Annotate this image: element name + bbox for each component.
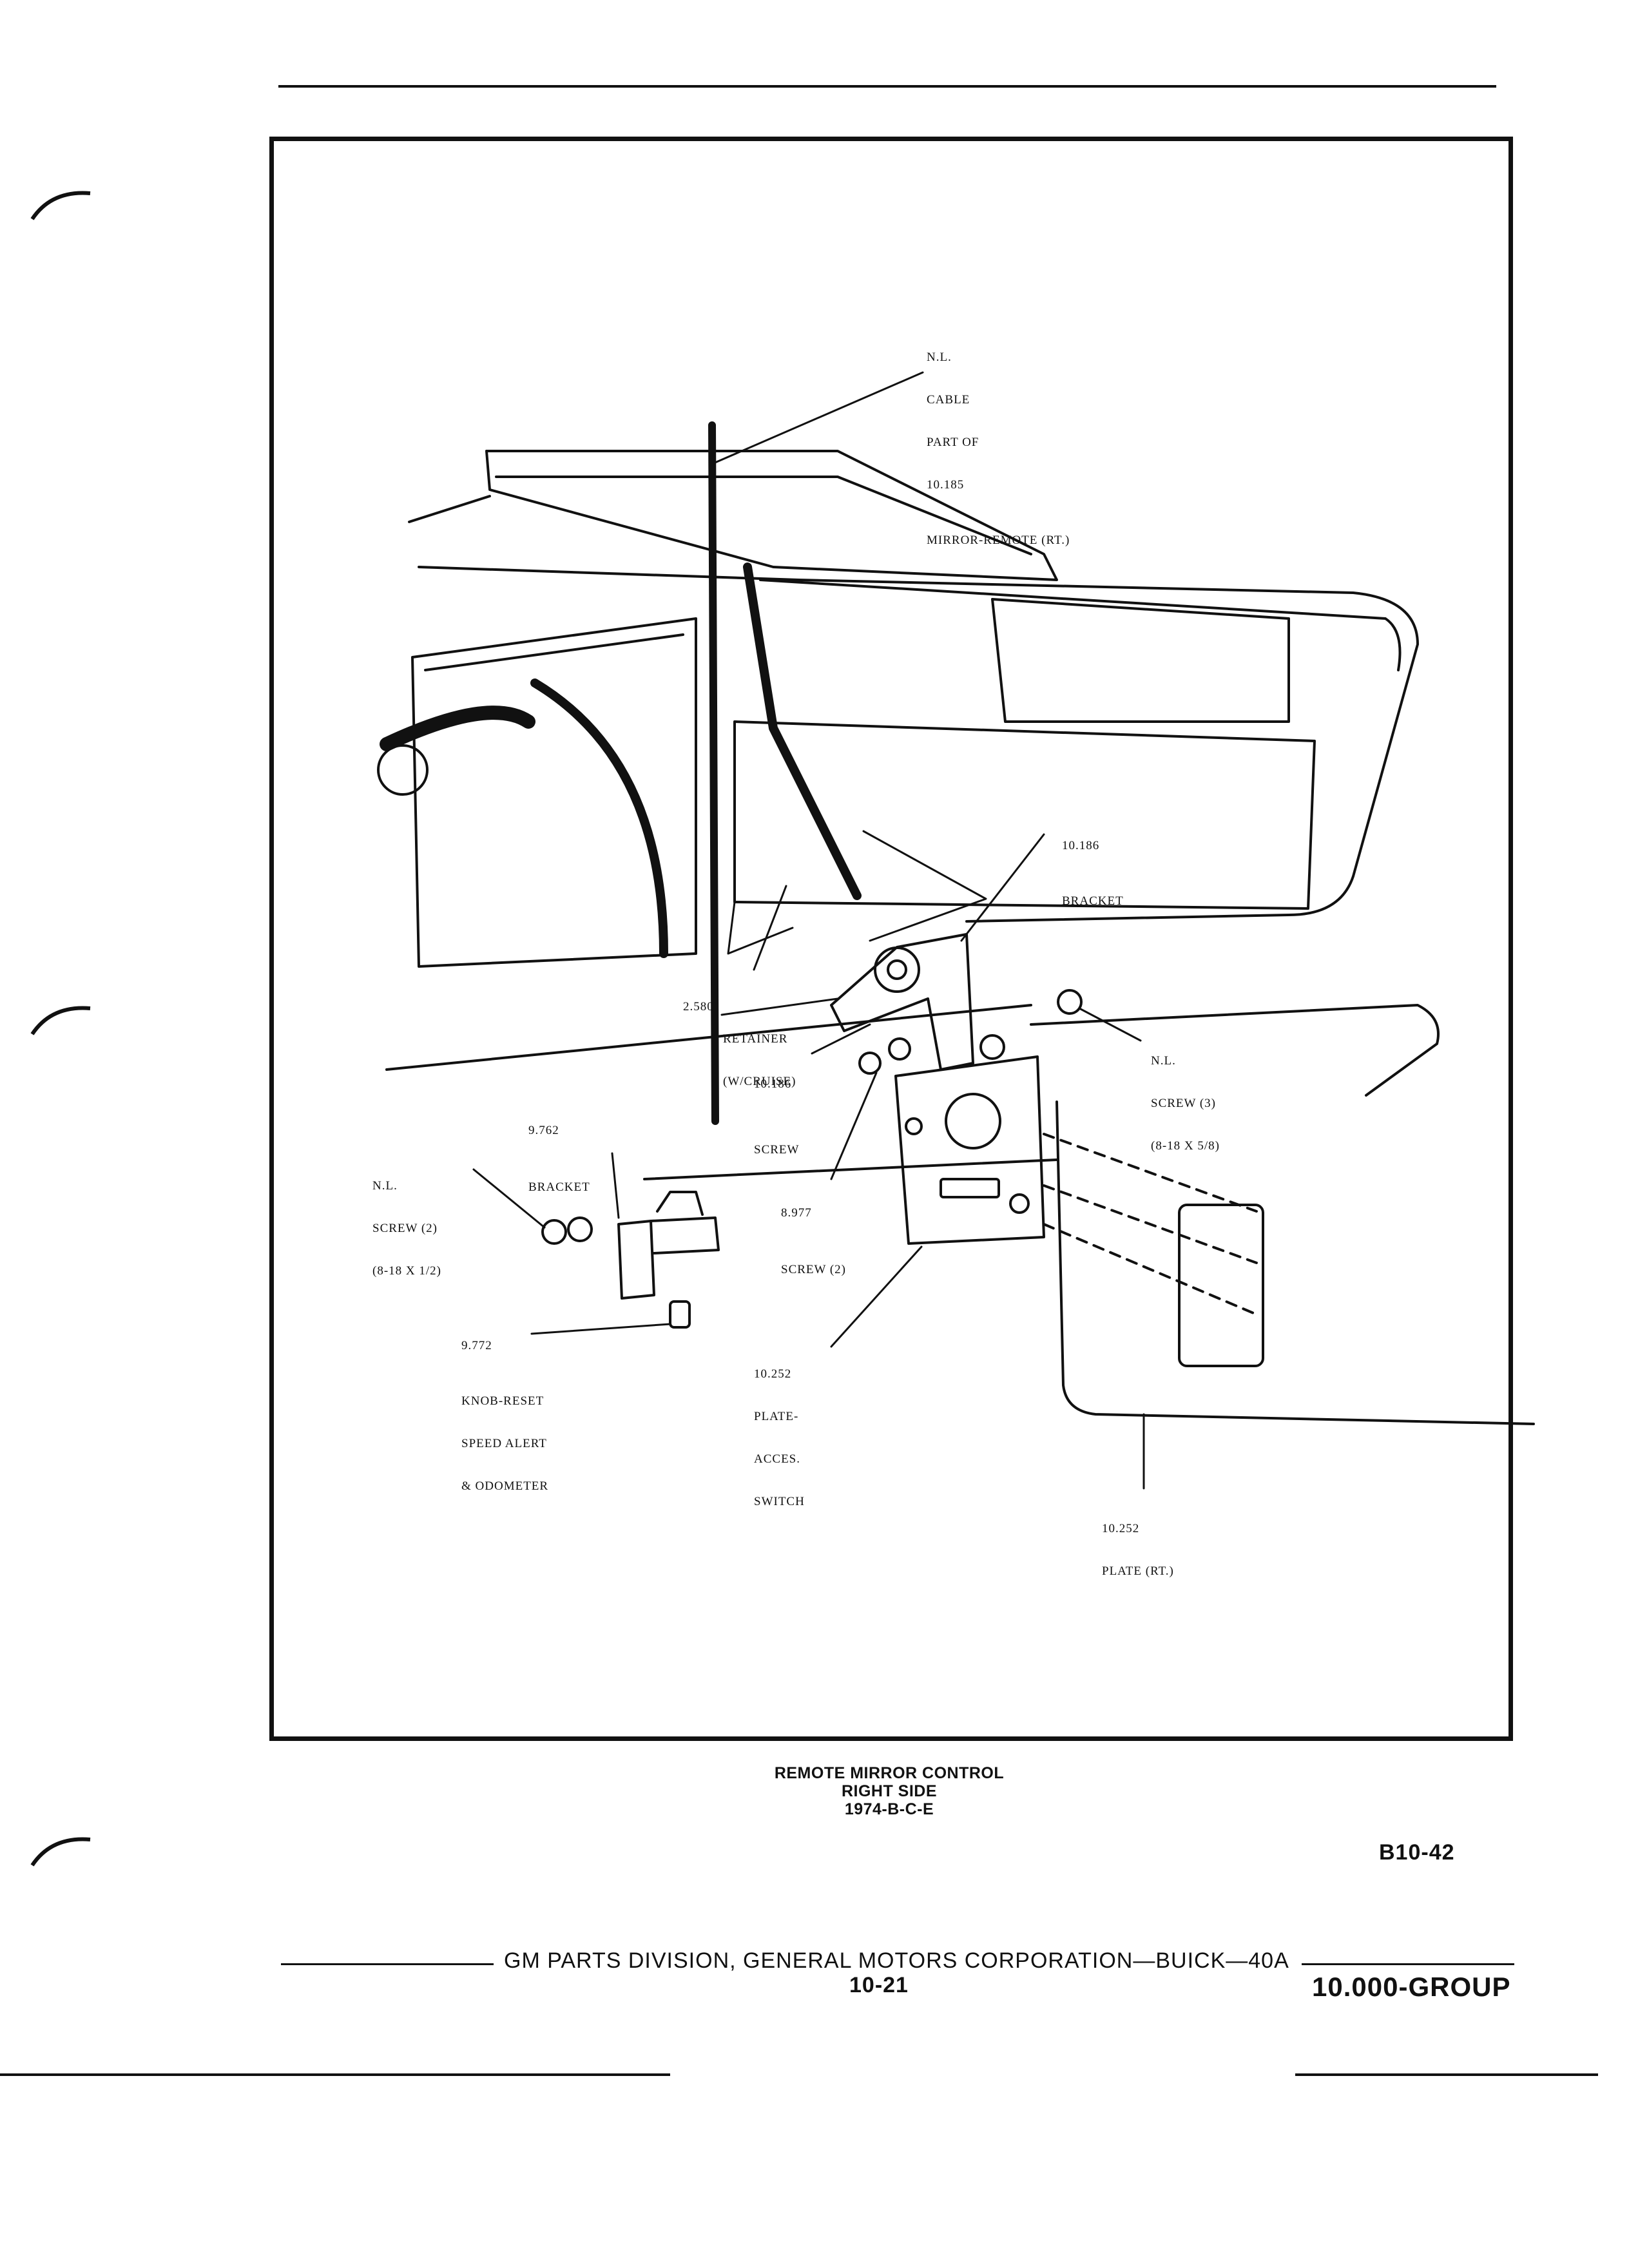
bottom-rule-left <box>0 2073 670 2076</box>
callout-screw-10186: 10.186 SCREW <box>754 1049 799 1171</box>
callout-text: SPEED ALERT <box>461 1437 547 1450</box>
callout-text: 9.762 <box>528 1124 559 1137</box>
callout-knob: 9.772 KNOB-RESET SPEED ALERT & ODOMETER <box>461 1311 548 1508</box>
top-rule <box>278 85 1496 88</box>
callout-text: BRACKET <box>1062 894 1124 908</box>
callout-text: N.L. <box>372 1179 398 1193</box>
callout-text: (8-18 x 5/8) <box>1151 1139 1220 1153</box>
callout-text: N.L. <box>1151 1054 1176 1068</box>
callout-retainer-name: RETAINER (W/CRUISE) <box>723 1004 796 1103</box>
callout-text: RETAINER <box>723 1032 788 1046</box>
callout-screw-8977: 8.977 SCREW (2) <box>781 1178 846 1291</box>
figure-code: B10-42 <box>1379 1840 1455 1865</box>
figure-caption: REMOTE MIRROR CONTROL RIGHT SIDE 1974-B-… <box>696 1764 1083 1818</box>
callout-text: SCREW (2) <box>372 1222 438 1235</box>
callout-text: CABLE <box>927 393 970 407</box>
callout-text: 2.580 <box>683 1000 714 1014</box>
callout-text: (W/CRUISE) <box>723 1075 796 1088</box>
callout-text: SWITCH <box>754 1495 805 1508</box>
callout-text: 10.252 <box>754 1367 792 1381</box>
caption-line: 1974-B-C-E <box>844 1800 934 1818</box>
callout-text: (8-18 x 1/2) <box>372 1264 441 1278</box>
callout-text: N.L. <box>927 351 952 364</box>
callout-text: PART OF <box>927 436 979 449</box>
callout-text: 8.977 <box>781 1206 812 1220</box>
group-label: 10.000-GROUP <box>1312 1972 1511 2002</box>
caption-line: RIGHT SIDE <box>841 1782 938 1800</box>
callout-text: PLATE (RT.) <box>1102 1564 1174 1578</box>
callout-cable: N.L. CABLE PART OF 10.185 MIRROR-REMOTE … <box>927 322 1070 562</box>
callout-text: 10.186 <box>754 1077 792 1091</box>
callout-bracket-top: 10.186 BRACKET <box>1062 811 1124 923</box>
figure-frame <box>269 137 1513 1741</box>
callout-retainer: 2.580 <box>683 972 714 1028</box>
callout-screw-nl3: N.L. SCREW (3) (8-18 x 5/8) <box>1151 1026 1220 1168</box>
publisher-line: GM PARTS DIVISION, GENERAL MOTORS CORPOR… <box>504 1948 1289 1973</box>
callout-text: & ODOMETER <box>461 1479 549 1493</box>
callout-text: SCREW (2) <box>781 1263 847 1276</box>
callout-screw-nl2: N.L. SCREW (2) (8-18 x 1/2) <box>372 1151 441 1293</box>
bottom-rule-right <box>1295 2073 1598 2076</box>
callout-text: SCREW (3) <box>1151 1097 1217 1110</box>
callout-bracket-9762: 9.762 BRACKET <box>528 1095 590 1209</box>
callout-text: BRACKET <box>528 1180 590 1194</box>
callout-text: KNOB-RESET <box>461 1394 545 1408</box>
callout-plate-acces: 10.252 PLATE- ACCES. SWITCH <box>754 1339 805 1523</box>
caption-line: REMOTE MIRROR CONTROL <box>774 1764 1005 1782</box>
callout-text: 10.185 <box>927 478 965 492</box>
callout-plate-rt: 10.252 PLATE (RT.) <box>1102 1494 1174 1593</box>
callout-text: PLATE- <box>754 1410 799 1423</box>
callout-text: MIRROR-REMOTE (RT.) <box>927 533 1070 547</box>
footer-rule-left <box>281 1963 494 1965</box>
footer-rule-right <box>1302 1963 1514 1965</box>
callout-text: 9.772 <box>461 1339 492 1352</box>
page-number: 10-21 <box>849 1973 909 1997</box>
callout-text: ACCES. <box>754 1452 800 1466</box>
callout-text: 10.186 <box>1062 839 1100 852</box>
callout-text: SCREW <box>754 1143 800 1157</box>
callout-text: 10.252 <box>1102 1522 1140 1535</box>
